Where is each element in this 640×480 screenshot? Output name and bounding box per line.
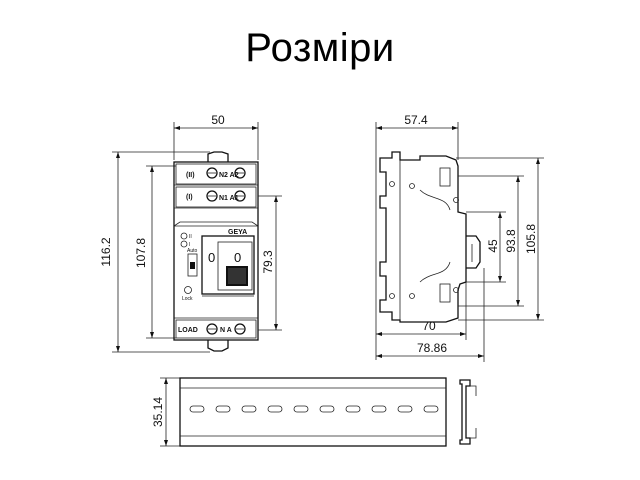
terminal-top-1: (II) [186,172,195,179]
terminal-bottom-label: N A [220,327,232,334]
front-window-dim: 79.3 [261,250,275,274]
svg-text:0: 0 [208,250,215,265]
svg-text:0: 0 [234,250,241,265]
rail-height-dim: 35.14 [151,397,165,427]
front-width-dim: 50 [211,113,225,127]
front-height-inner-dim: 107.8 [134,238,148,268]
brand-label: GEYA [228,229,247,236]
side-depth-dim: 57.4 [404,113,428,127]
front-view: 50 116.2 107.8 (I [99,113,282,353]
terminal-top-label-1: N2 A2 [219,172,239,179]
side-height-dim-1: 45 [486,239,500,253]
side-depth-dim-2: 70 [422,319,436,333]
slide-title: Розміри [245,26,395,70]
terminal-top-label-2: N1 A1 [219,195,239,202]
side-height-dim-2: 93.8 [504,229,518,253]
load-label: LOAD [178,327,198,334]
svg-text:II: II [189,234,192,240]
front-height-outer-dim: 116.2 [99,237,113,266]
terminal-top-2: (I) [186,194,193,201]
side-depth-dim-3: 78.86 [417,341,447,355]
svg-text:Lock: Lock [182,296,193,302]
svg-text:I: I [189,242,190,248]
side-view: 57.4 45 [375,113,544,362]
side-height-dim-3: 105.8 [524,224,538,254]
svg-text:Auto: Auto [187,248,198,254]
rail-view: 35.14 [151,377,477,447]
